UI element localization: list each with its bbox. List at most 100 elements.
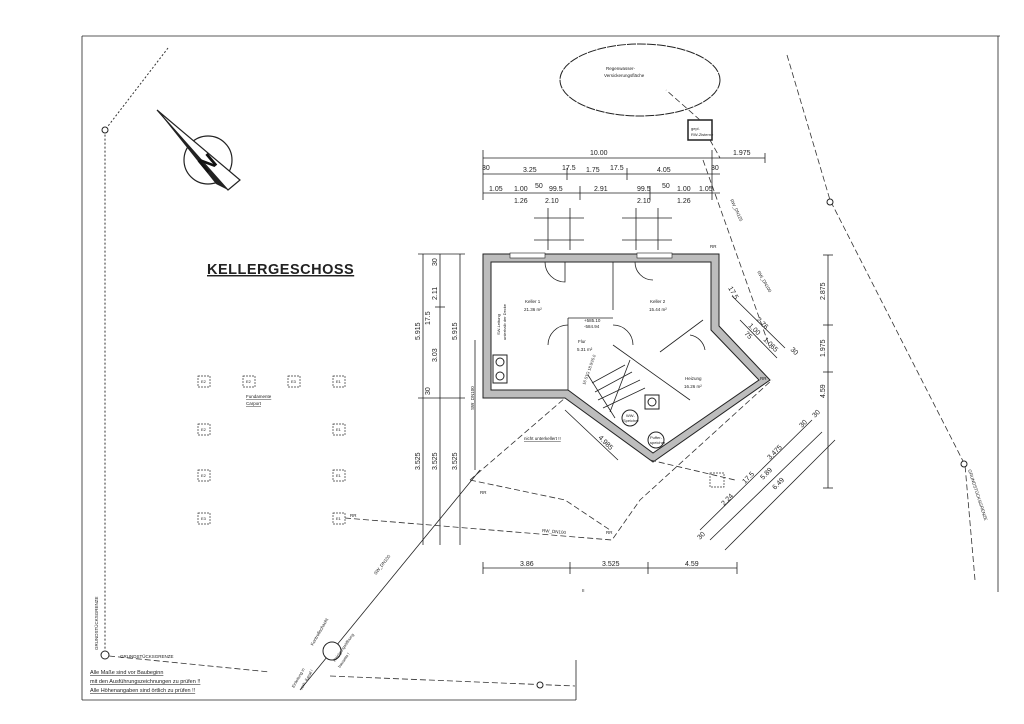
drawing-label: Regenwasser- [606,66,636,71]
top-dimensions: 10.00 1.975 30 3.25 17.5 1.75 17.5 4.05 … [482,150,766,250]
drawing-label: WW- [626,413,635,418]
drawing-label: 30 [811,409,822,420]
drawing-label: E1 [336,516,342,521]
pipe-label: SW_DN100 [373,553,392,575]
boundary-label-right: GRUNDSTÜCKSGRENZE [967,468,989,521]
room-area: 21.36 m² [524,307,542,312]
drawing-label: E3 [201,516,207,521]
drawing-label: E1 [336,427,342,432]
drawing-label: 50 [662,183,670,190]
drawing-label: Fundamente [246,394,272,399]
drawing-label: unterhalb der Decke [502,303,507,340]
drawing-label: 4.59 [685,561,699,568]
drawing-label: RR [480,490,487,495]
drawing-label: 1.05 [489,186,503,193]
drawing-label: 2.10 [637,198,651,205]
drawing-label: 3.475 [766,444,783,461]
rain-infiltration-area: Regenwasser- Versickerungsfläche gepl. R… [559,43,721,159]
drawing-label: 30 [711,165,719,172]
drawing-label: 1.975 [820,339,827,357]
drawing-label: RR [760,376,767,381]
drawing-label: 1.75 [586,167,600,174]
drawing-label: E2 [201,427,207,432]
drawing-label: E2 [201,379,207,384]
bottom-dimensions: 3.86 3.525 4.59 II [482,561,738,593]
drawing-label: 1.05 [699,186,713,193]
drawing-label: 30 [789,346,800,357]
left-dimensions: 5.915 3.525 30 2.11 17.5 3.03 30 3.525 5… [415,253,476,545]
drawing-label: 3.525 [452,452,459,470]
drawing-label: Versickerungsfläche [604,73,645,78]
property-boundary: GRUNDSTÜCKSGRENZE GRUNDSTÜCKSGRENZE GRUN… [93,47,989,689]
drawing-label: 3.525 [432,452,439,470]
drawing-label: RR [350,513,357,518]
drawing-label: mit den Ausführungszeichnungen zu prüfen… [90,679,201,685]
room-name: Flur [578,339,586,344]
drawing-label: 30 [696,531,707,542]
drawing-label: 1.00 [514,186,528,193]
drawing-label: 17.5 [425,311,432,325]
drawing-frame [81,35,1000,701]
drawing-label: Puffer- [650,435,663,440]
boundary-label: GRUNDSTÜCKSGRENZE [120,653,174,659]
drawing-label: E2 [246,379,252,384]
boundary-label-left: GRUNDSTÜCKSGRENZE [93,596,99,650]
drawing-label: E2 [201,473,207,478]
level-mark: +585.10 [584,318,601,323]
room-name: Keller 2 [650,299,666,304]
drawing-label: 30 [432,258,439,266]
drawing-label: 99.5 [549,186,563,193]
drawing-label: gepl. [691,126,700,131]
drawing-label: 1.26 [677,198,691,205]
drawing-label: 2.875 [820,282,827,300]
pipe-label-sw-dn100: SW_DN100 [470,386,475,410]
notes: Alle Maße sind vor Baubeginn mit den Aus… [90,670,201,694]
drawing-label: 1.26 [514,198,528,205]
drawing-label: 30 [798,419,809,430]
drawing-label: 1.00 [677,186,691,193]
drawing-label: 5.915 [415,322,422,340]
drawing-label: E1 [336,379,342,384]
drawing-label: 4.985 [597,434,614,451]
room-area: 15.44 m² [649,307,667,312]
drawing-label: SW-Leitung [496,314,501,335]
pipe-label: RW_DN100 [542,528,567,535]
drawing-label: 10.00 [590,150,608,157]
house-walls: 16 STG 18.9/25.0 WW- Speicher Puffer- sp… [482,252,771,463]
room-area: 16.26 m² [684,384,702,389]
drawing-label: 3.525 [602,561,620,568]
drawing-label: 4.05 [657,167,671,174]
drawing-label: Alle Höhenangaben sind örtlich zu prüfen… [90,688,196,694]
drawing-label: 30 [482,165,490,172]
drawing-label: 3.525 [415,452,422,470]
staircase [587,359,646,419]
drawing-label: RW-Zisterne [691,132,714,137]
north-arrow-icon: N [156,109,241,191]
drawing-label: 17.5 [726,286,739,301]
drawing-label: 3.86 [520,561,534,568]
drawing-label: RR [710,244,717,249]
not-basement-label: nicht unterkellert !! [524,436,561,441]
level-mark: -584.94 [584,324,600,329]
carport-foundations: E2 E2 E3 E1 E2 E1 E2 E1 E3 E1 Fundamente… [197,375,346,525]
drawing-label: 2.10 [545,198,559,205]
drawing-label: 5.915 [452,322,459,340]
drawing-label: Carport [246,401,262,406]
drawing-label: 75 [743,330,754,341]
drawing-label: E3 [291,379,297,384]
page-title: KELLERGESCHOSS [207,262,354,278]
room-area: 5.31 m² [577,347,593,352]
pipe-label: RW_DN100 [756,270,773,294]
drawing-label: 99.5 [637,186,651,193]
drawing-label: E1 [336,473,342,478]
pipe-label: RW_DN125 [729,198,744,222]
drawing-label: 50 [535,183,543,190]
room-name: Heizung [685,376,702,381]
drawing-label: 3.25 [523,167,537,174]
drawing-label: 3.03 [432,348,439,362]
drawing-label: 2.24 [720,493,735,508]
drawing-label: 2.91 [594,186,608,193]
drawing-label: 17.5 [610,165,624,172]
control-shaft-label: Kontrollschacht [310,617,330,647]
